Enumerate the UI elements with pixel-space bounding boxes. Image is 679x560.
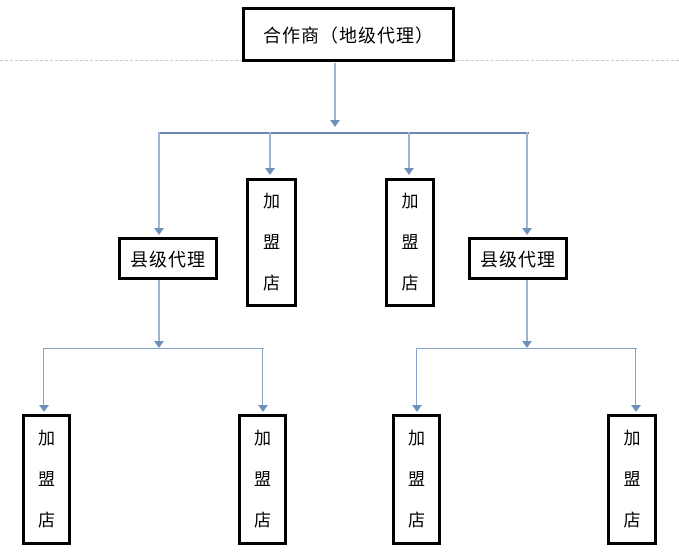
connector-drop-county-right	[526, 132, 528, 228]
node-franchise-store-mid-right: 加盟店	[385, 178, 435, 307]
connector-root-down	[334, 63, 336, 120]
node-county-agent-left: 县级代理	[118, 237, 218, 280]
node-county-agent-right-label: 县级代理	[480, 249, 556, 270]
node-county-agent-left-label: 县级代理	[130, 249, 206, 270]
connector-drop-franchise-mid-right	[408, 132, 410, 168]
arrowhead-county-right-icon	[522, 228, 532, 235]
node-franchise-store-mid-right-label: 加盟店	[401, 192, 419, 293]
node-franchise-store-bottom-4-label: 加盟店	[623, 429, 641, 530]
arrowhead-bottom-1-icon	[39, 405, 49, 412]
node-franchise-store-bottom-1: 加盟店	[22, 414, 71, 545]
node-franchise-store-bottom-3-label: 加盟店	[408, 429, 425, 530]
arrowhead-county-left-icon	[154, 228, 164, 235]
node-franchise-store-bottom-2-label: 加盟店	[254, 429, 271, 530]
node-county-agent-right: 县级代理	[468, 237, 568, 280]
connector-county-right-down	[526, 280, 528, 341]
arrowhead-bottom-3-icon	[412, 405, 422, 412]
arrowhead-subhub-left-icon	[154, 341, 164, 348]
connector-county-left-down	[158, 280, 160, 341]
node-franchise-store-mid-left-label: 加盟店	[263, 192, 280, 293]
node-root-partner-label: 合作商（地级代理）	[263, 25, 434, 46]
node-franchise-store-bottom-1-label: 加盟店	[38, 429, 55, 530]
connector-drop-bottom-1	[43, 348, 44, 405]
node-franchise-store-bottom-4: 加盟店	[607, 414, 657, 545]
connector-drop-county-left	[158, 132, 160, 228]
connector-hub-horizontal	[158, 132, 529, 134]
node-franchise-store-mid-left: 加盟店	[246, 178, 297, 307]
connector-drop-bottom-2	[262, 348, 263, 405]
connector-subhub-right-horizontal	[416, 348, 637, 349]
connector-drop-bottom-3	[416, 348, 417, 405]
node-franchise-store-bottom-3: 加盟店	[392, 414, 441, 545]
arrowhead-bottom-4-icon	[631, 405, 641, 412]
arrowhead-franchise-mid-left-icon	[265, 168, 275, 175]
node-root-partner: 合作商（地级代理）	[242, 7, 455, 62]
arrowhead-franchise-mid-right-icon	[404, 168, 414, 175]
connector-drop-franchise-mid-left	[269, 132, 271, 168]
connector-drop-bottom-4	[635, 348, 636, 405]
arrowhead-root-down-icon	[330, 120, 340, 127]
connector-subhub-left-horizontal	[44, 348, 264, 349]
node-franchise-store-bottom-2: 加盟店	[238, 414, 287, 545]
arrowhead-bottom-2-icon	[258, 405, 268, 412]
arrowhead-subhub-right-icon	[522, 341, 532, 348]
